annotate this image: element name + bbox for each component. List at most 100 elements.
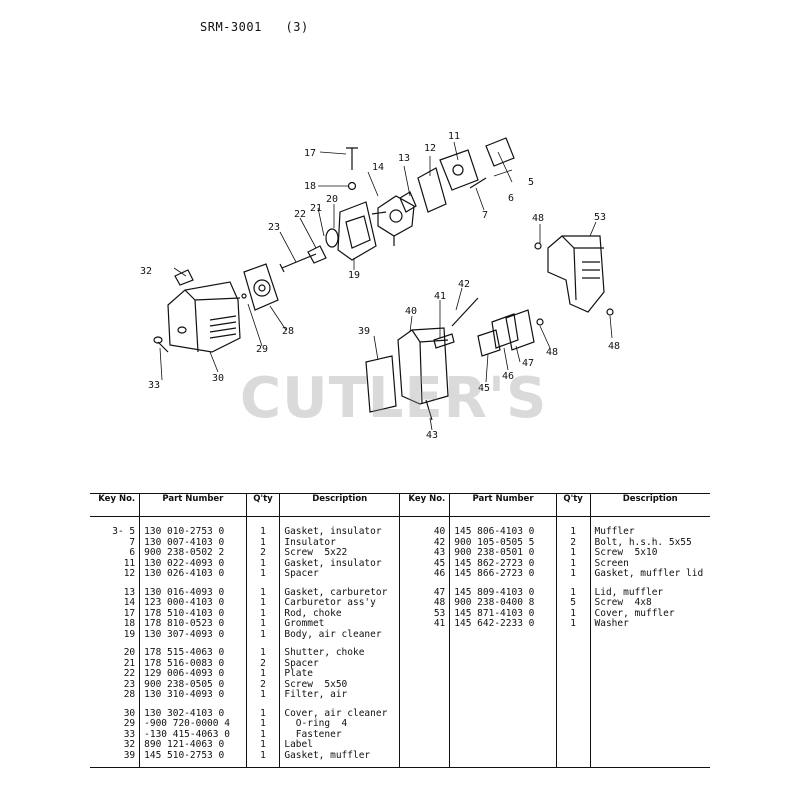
washer-drawing [433, 333, 455, 349]
key-cell: 20 21 22 23 28 [123, 647, 136, 700]
screen-drawing [477, 329, 501, 357]
callout-11: 11 [448, 131, 461, 142]
callout-48-mid: 48 [546, 347, 559, 358]
callout-29: 29 [256, 344, 269, 355]
key-cell: 13 14 17 18 19 [123, 586, 136, 640]
desc-cell: Muffler Bolt, h.s.h. 5x55 Screw 5x10 Scr… [589, 516, 710, 580]
callout-47: 47 [522, 358, 535, 369]
muffler-cover-drawing [547, 235, 605, 313]
qty-cell [555, 640, 590, 701]
callout-5: 5 [528, 177, 535, 188]
carburetor-gasket-drawing [399, 191, 417, 213]
qty-cell: 1 1 2 1 1 [245, 516, 280, 580]
screw-7-drawing [469, 177, 487, 189]
header-part-number-2: Part Number [449, 493, 557, 517]
table-row: 30 29 33 32 39 130 302-4103 0 -900 720-0… [90, 700, 710, 768]
callout-14: 14 [372, 162, 385, 173]
callout-17: 17 [304, 148, 317, 159]
carburetor-drawing [371, 195, 415, 246]
callout-39: 39 [358, 326, 371, 337]
callout-30: 30 [212, 373, 225, 384]
header-part-number: Part Number [139, 493, 247, 517]
callout-41: 41 [434, 291, 447, 302]
callout-32: 32 [140, 266, 153, 277]
header-key-no: Key No. [90, 493, 140, 517]
callout-48-top: 48 [532, 213, 545, 224]
grommet-drawing [347, 181, 357, 191]
part-cell: 130 302-4103 0 -900 720-0000 4 -130 415-… [139, 700, 247, 768]
watermark: CUTLER'S [240, 366, 548, 431]
exploded-parts-diagram [153, 137, 614, 431]
parts-table: Key No. Part Number Q'ty Description Key… [90, 493, 710, 768]
callout-43: 43 [426, 430, 439, 441]
header-description: Description [279, 493, 400, 517]
part-cell [449, 640, 557, 701]
callout-12: 12 [424, 143, 437, 154]
callout-42: 42 [458, 279, 471, 290]
table-row: 3- 5 7 6 11 12 130 010-2753 0 130 007-41… [90, 516, 710, 580]
header-qty-2: Q'ty [555, 493, 590, 517]
spacer-drawing [417, 167, 447, 213]
insulator-drawing [439, 149, 479, 191]
header-description-2: Description [589, 493, 710, 517]
callout-7: 7 [482, 210, 489, 221]
key-cell: 40 42 43 45 46 [399, 516, 450, 580]
air-cleaner-cover-drawing [167, 281, 241, 353]
table-header-row: Key No. Part Number Q'ty Description Key… [90, 493, 710, 517]
plate-drawing [307, 245, 327, 264]
air-cleaner-body-drawing [337, 201, 377, 261]
qty-cell: 1 1 1 1 1 [245, 579, 280, 640]
callout-6: 6 [508, 193, 515, 204]
callout-13: 13 [398, 153, 411, 164]
key-cell [399, 640, 450, 701]
page-header: SRM-3001 (3) [200, 20, 325, 34]
callout-45: 45 [478, 383, 491, 394]
muffler-gasket-drawing [365, 355, 397, 413]
desc-cell: Cover, air cleaner O-ring 4 Fastener Lab… [279, 700, 400, 768]
callout-28: 28 [282, 326, 295, 337]
muffler-drawing [397, 327, 449, 405]
screw-43-drawing [425, 399, 433, 421]
callout-48-right: 48 [608, 341, 621, 352]
page-number: (3) [285, 20, 309, 34]
qty-cell: 1 2 1 2 1 [245, 640, 280, 701]
header-qty: Q'ty [245, 493, 280, 517]
choke-rod-drawing [346, 147, 358, 170]
qty-cell: 1 2 1 1 1 [555, 516, 590, 580]
key-cell: 47 48 53 41 [399, 579, 450, 640]
part-cell: 145 809-4103 0 900 238-0400 8 145 871-41… [449, 579, 557, 640]
desc-cell: Lid, muffler Screw 4x8 Cover, muffler Wa… [589, 579, 710, 640]
part-cell: 130 016-4093 0 123 000-4103 0 178 510-41… [139, 579, 247, 640]
desc-cell [589, 640, 710, 701]
muffler-lid-drawing [505, 309, 535, 351]
callout-23: 23 [268, 222, 281, 233]
qty-cell: 1 5 1 1 [555, 579, 590, 640]
desc-cell: Shutter, choke Spacer Plate Screw 5x50 F… [279, 640, 400, 701]
qty-cell [555, 700, 590, 768]
bolt-drawing [451, 297, 479, 327]
air-filter-drawing [243, 263, 279, 311]
callout-53: 53 [594, 212, 607, 223]
desc-cell: Gasket, carburetor Carburetor ass'y Rod,… [279, 579, 400, 640]
part-cell: 145 806-4103 0 900 105-0505 5 900 238-05… [449, 516, 557, 580]
part-cell [449, 700, 557, 768]
callout-22: 22 [294, 209, 307, 220]
qty-cell: 1 1 1 1 1 [245, 700, 280, 768]
callout-19: 19 [348, 270, 361, 281]
key-cell [399, 700, 450, 768]
part-cell: 130 010-2753 0 130 007-4103 0 900 238-05… [139, 516, 247, 580]
muffler-lid-gasket-drawing [491, 313, 519, 349]
table-row: 20 21 22 23 28 178 515-4063 0 178 516-00… [90, 640, 710, 701]
table-row: 13 14 17 18 19 130 016-4093 0 123 000-41… [90, 579, 710, 640]
callout-40: 40 [405, 306, 418, 317]
header-key-no-2: Key No. [399, 493, 450, 517]
callout-20: 20 [326, 194, 339, 205]
fastener-drawing [153, 336, 169, 353]
part-cell: 178 515-4063 0 178 516-0083 0 129 006-40… [139, 640, 247, 701]
model-number: SRM-3001 [200, 20, 262, 34]
key-cell: 30 29 33 32 39 [90, 700, 140, 768]
callout-46: 46 [502, 371, 515, 382]
desc-cell [589, 700, 710, 768]
insulator-gasket-drawing [485, 137, 515, 167]
label-drawing [174, 269, 194, 286]
